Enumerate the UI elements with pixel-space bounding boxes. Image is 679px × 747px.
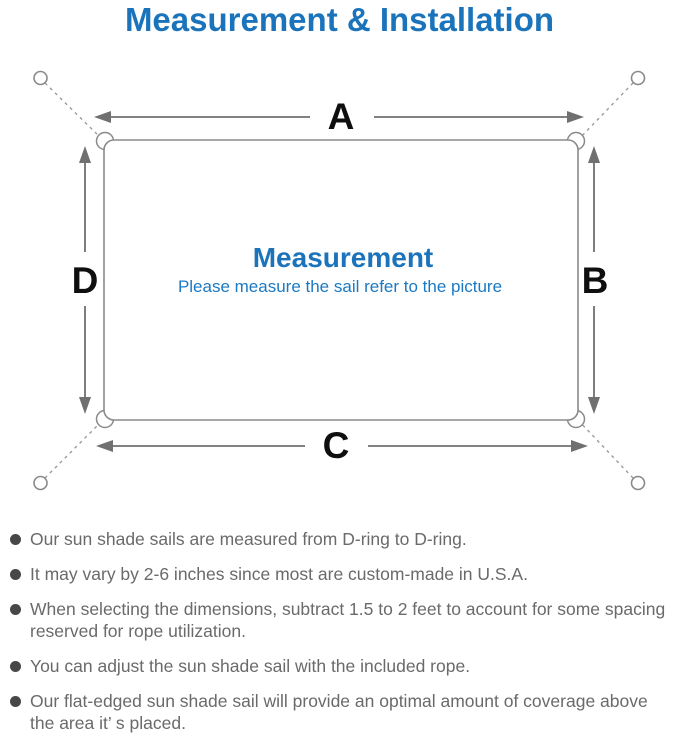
rope-line-bottom-right: [576, 418, 634, 479]
bullet-dot-icon: [10, 696, 21, 707]
sail-outline: [103, 139, 579, 421]
page-title: Measurement & Installation: [124, 1, 555, 38]
note-text: Our sun shade sails are measured from D-…: [30, 529, 467, 549]
anchor-point-icon-top-right: [630, 70, 646, 86]
dimension-label-d: D: [72, 260, 99, 301]
dimension-label-a: A: [328, 96, 355, 137]
bullet-dot-icon: [10, 604, 21, 615]
measurement-diagram: A B C D Measurement Please measure the s…: [33, 70, 646, 491]
dimension-arrow-d: [79, 146, 91, 414]
anchor-point-icon-bottom-right: [630, 475, 646, 491]
anchor-point-icon-bottom-left: [33, 475, 48, 491]
list-item: Our flat-edged sun shade sail will provi…: [10, 690, 677, 734]
list-item: Our sun shade sails are measured from D-…: [10, 528, 677, 550]
anchor-point-icon-top-left: [33, 70, 48, 86]
diagram-center-title: Measurement: [253, 242, 434, 273]
notes-list: Our sun shade sails are measured from D-…: [0, 528, 679, 747]
dimension-arrow-a: [94, 111, 584, 123]
dimension-label-c: C: [323, 425, 350, 466]
note-text: Our flat-edged sun shade sail will provi…: [30, 691, 648, 733]
dimension-arrow-c: [96, 440, 588, 452]
list-item: You can adjust the sun shade sail with t…: [10, 655, 677, 677]
dimension-label-b: B: [582, 260, 609, 301]
rope-line-bottom-left: [44, 418, 105, 479]
dimension-arrow-b: [588, 146, 600, 414]
list-item: When selecting the dimensions, subtract …: [10, 598, 677, 642]
bullet-dot-icon: [10, 569, 21, 580]
note-text: You can adjust the sun shade sail with t…: [30, 656, 471, 676]
list-item: It may vary by 2-6 inches since most are…: [10, 563, 677, 585]
diagram-center-subtitle: Please measure the sail refer to the pic…: [178, 277, 502, 296]
rope-line-top-left: [44, 82, 105, 142]
rope-line-top-right: [576, 82, 634, 142]
note-text: It may vary by 2-6 inches since most are…: [30, 564, 528, 584]
note-text: When selecting the dimensions, subtract …: [30, 599, 666, 641]
bullet-dot-icon: [10, 661, 21, 672]
bullet-dot-icon: [10, 534, 21, 545]
